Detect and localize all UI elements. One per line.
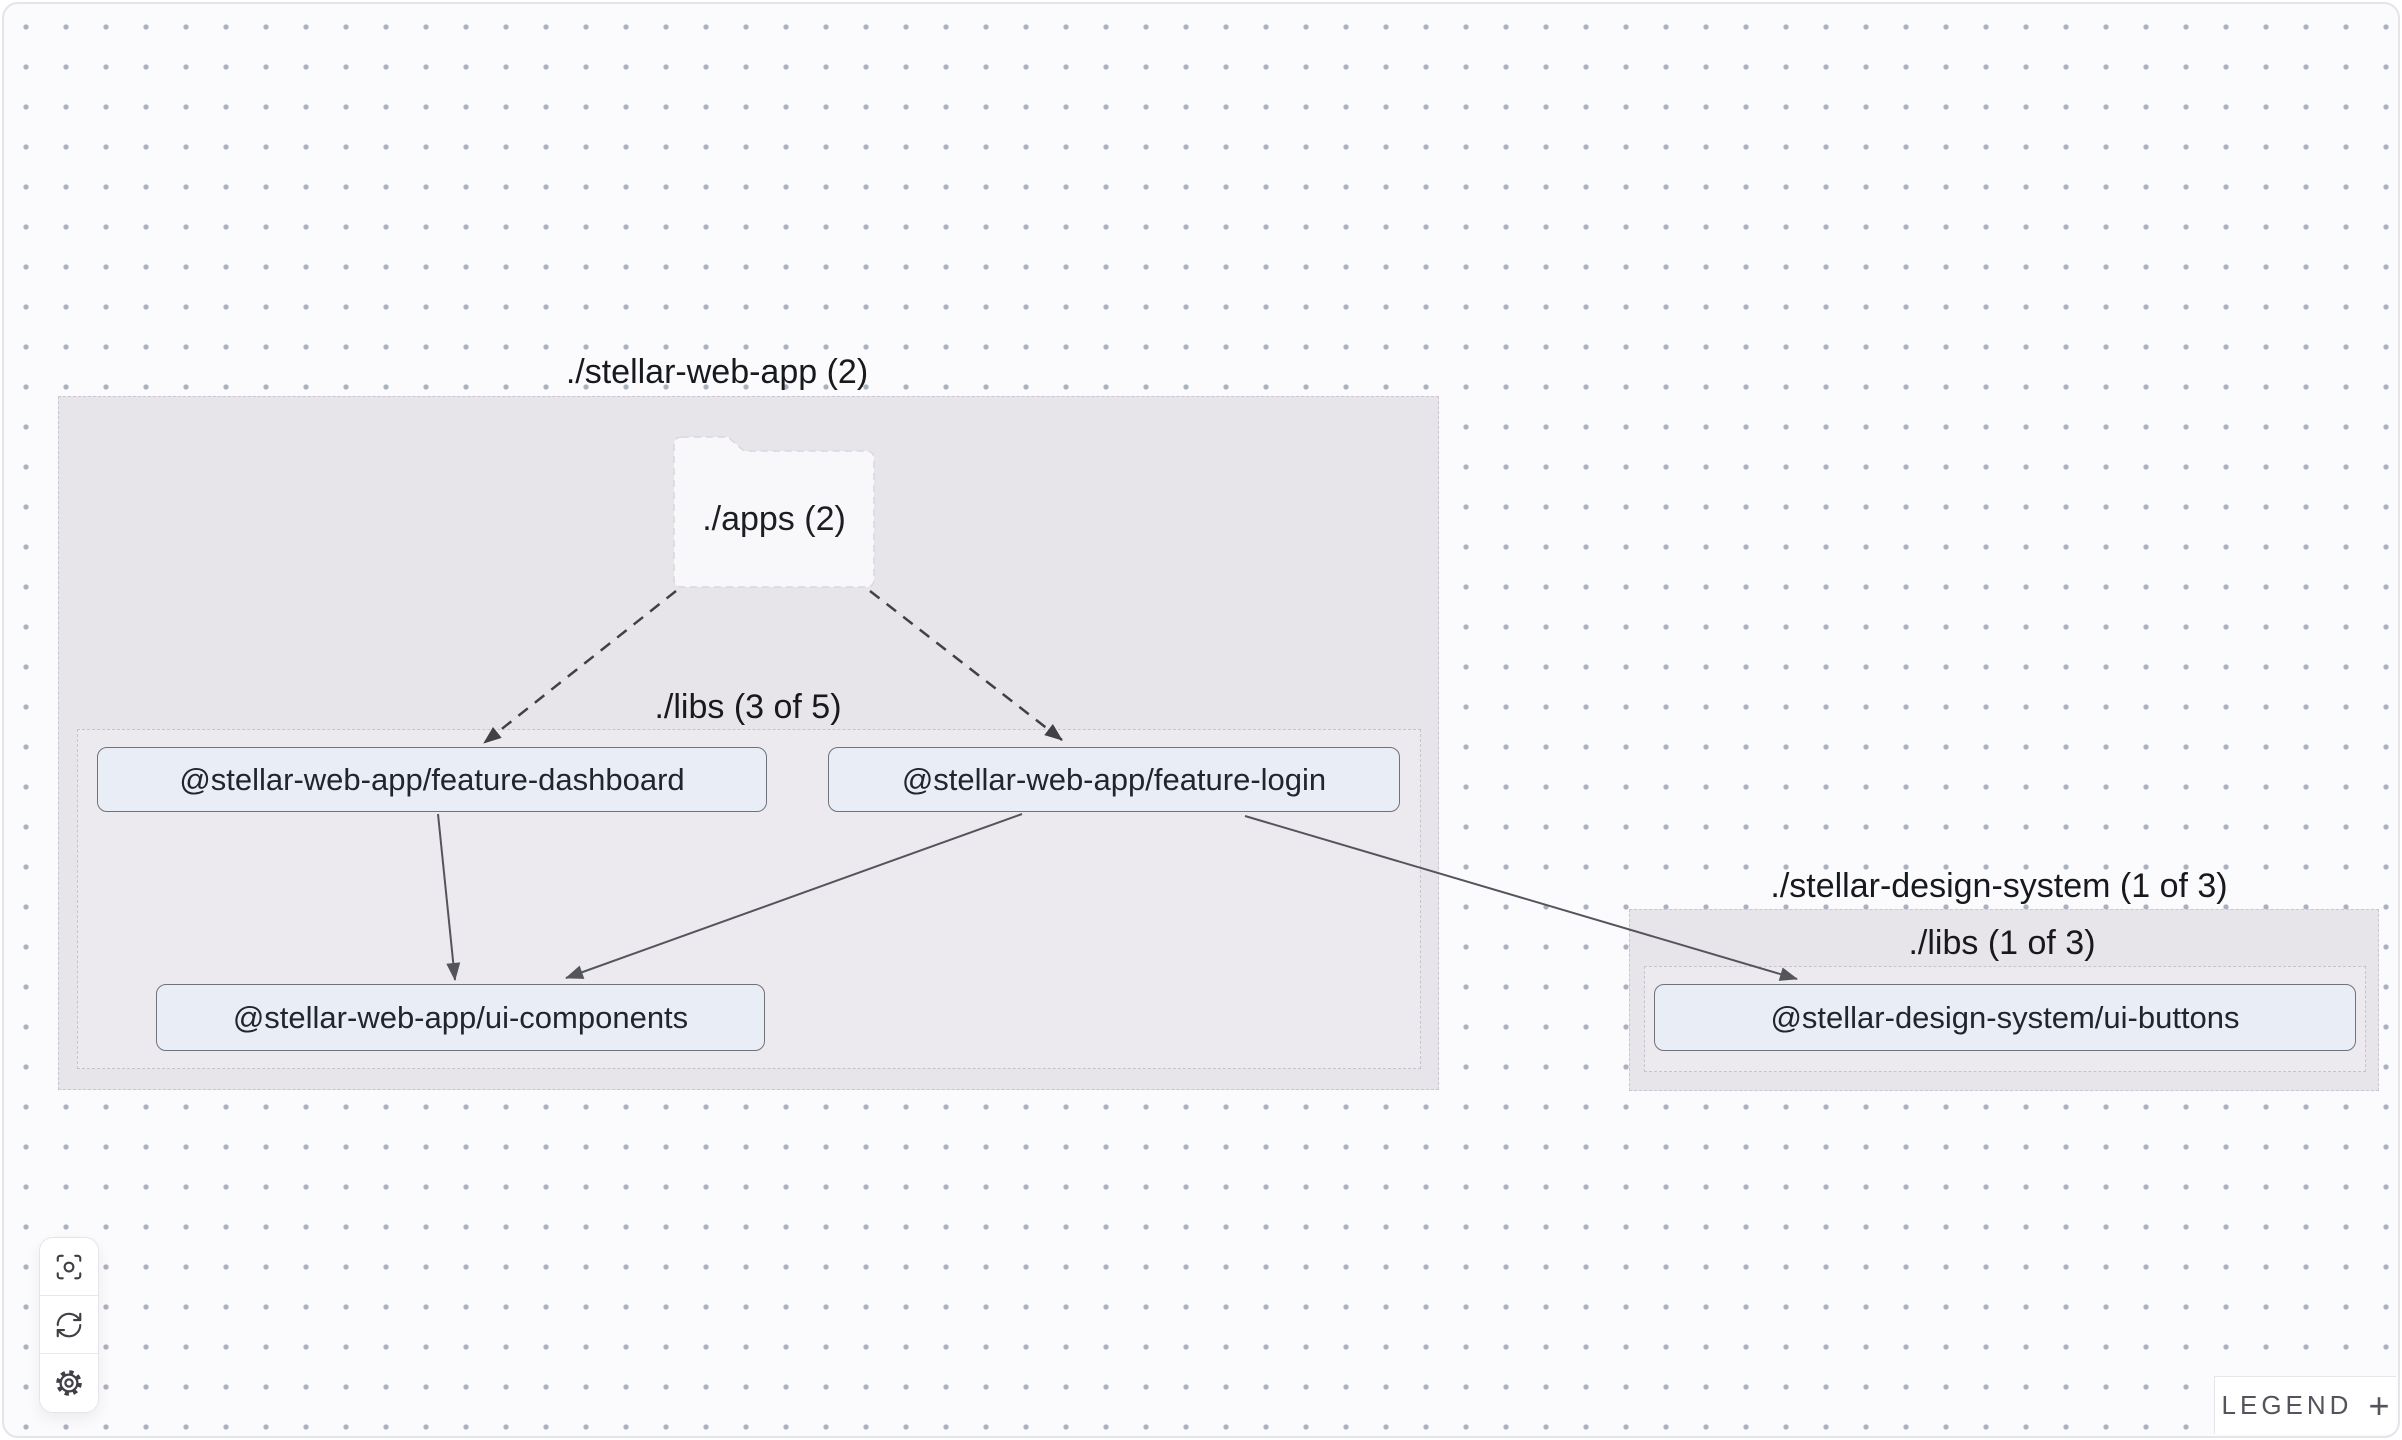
plus-icon: +	[2368, 1384, 2390, 1426]
apps-folder-node[interactable]	[668, 433, 880, 593]
focus-button[interactable]	[40, 1238, 98, 1296]
legend-label: LEGEND	[2221, 1390, 2353, 1420]
refresh-icon	[56, 1312, 82, 1337]
folder-icon	[673, 436, 875, 588]
node-feature-dashboard[interactable]: @stellar-web-app/feature-dashboard	[97, 747, 767, 812]
focus-icon	[56, 1254, 82, 1279]
node-ui-buttons[interactable]: @stellar-design-system/ui-buttons	[1654, 984, 2356, 1051]
group-label-stellar-web-app: ./stellar-web-app (2)	[565, 353, 869, 391]
apps-folder-label: ./apps (2)	[702, 500, 846, 538]
settings-icon	[56, 1370, 82, 1396]
settings-button[interactable]	[40, 1354, 98, 1412]
legend-toggle[interactable]: LEGEND +	[2214, 1376, 2396, 1434]
node-ui-components[interactable]: @stellar-web-app/ui-components	[156, 984, 765, 1051]
group-label-stellar-design-system: ./stellar-design-system (1 of 3)	[1770, 867, 2228, 905]
node-feature-login[interactable]: @stellar-web-app/feature-login	[828, 747, 1400, 812]
canvas-toolbar	[39, 1237, 99, 1413]
group-label-stellar-web-app-libs: ./libs (3 of 5)	[654, 688, 842, 726]
refresh-button[interactable]	[40, 1296, 98, 1354]
group-label-stellar-design-system-libs: ./libs (1 of 3)	[1908, 924, 2096, 962]
